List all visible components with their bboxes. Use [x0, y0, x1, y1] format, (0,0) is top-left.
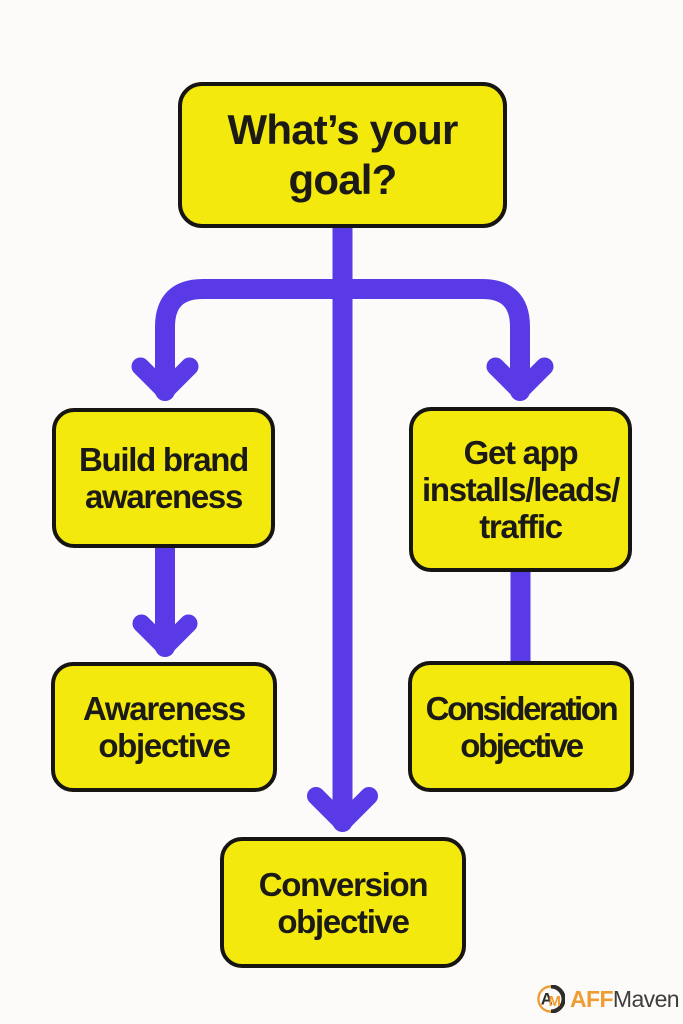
arrowhead-awareness-icon: [132, 614, 198, 656]
brand-suffix: Maven: [612, 985, 680, 1012]
arrowhead-build-brand-icon: [131, 357, 199, 400]
node-build-line1: Build brand: [78, 441, 249, 478]
node-build-line2: awareness: [84, 478, 243, 515]
node-getapp-line3: traffic: [479, 508, 563, 545]
node-consideration-line1: Consideration: [425, 689, 619, 727]
node-conversion-objective: Conversion objective: [220, 837, 466, 968]
node-goal: What’s your goal?: [178, 82, 507, 228]
node-consideration-objective: Consideration objective: [408, 661, 634, 792]
node-goal-line2: goal?: [288, 156, 398, 203]
node-conversion-line2: objective: [277, 902, 410, 940]
node-build-brand-awareness: Build brand awareness: [52, 408, 275, 548]
node-consideration-line2: objective: [460, 726, 584, 764]
node-get-app-installs-leads-traffic: Get app installs/leads/ traffic: [409, 407, 632, 572]
brand-wordmark: AFFMaven: [570, 985, 680, 1013]
am-monogram-icon: A M: [537, 985, 565, 1013]
node-getapp-line2: installs/leads/: [422, 471, 620, 508]
edge-goal-branch: [155, 279, 530, 401]
node-goal-line1: What’s your: [227, 106, 459, 153]
svg-text:M: M: [549, 993, 561, 1010]
node-getapp-line1: Get app: [463, 434, 579, 471]
arrowhead-conversion-icon: [307, 787, 378, 832]
node-awareness-objective: Awareness objective: [51, 662, 277, 792]
node-awareness-line2: objective: [98, 727, 231, 764]
arrowhead-get-app-icon: [486, 357, 554, 400]
node-conversion-line1: Conversion: [258, 865, 429, 903]
affmaven-logo: A M AFFMaven: [537, 984, 680, 1014]
node-awareness-line1: Awareness: [83, 690, 246, 727]
brand-prefix: AFF: [570, 985, 614, 1012]
svg-text:A: A: [541, 990, 553, 1009]
